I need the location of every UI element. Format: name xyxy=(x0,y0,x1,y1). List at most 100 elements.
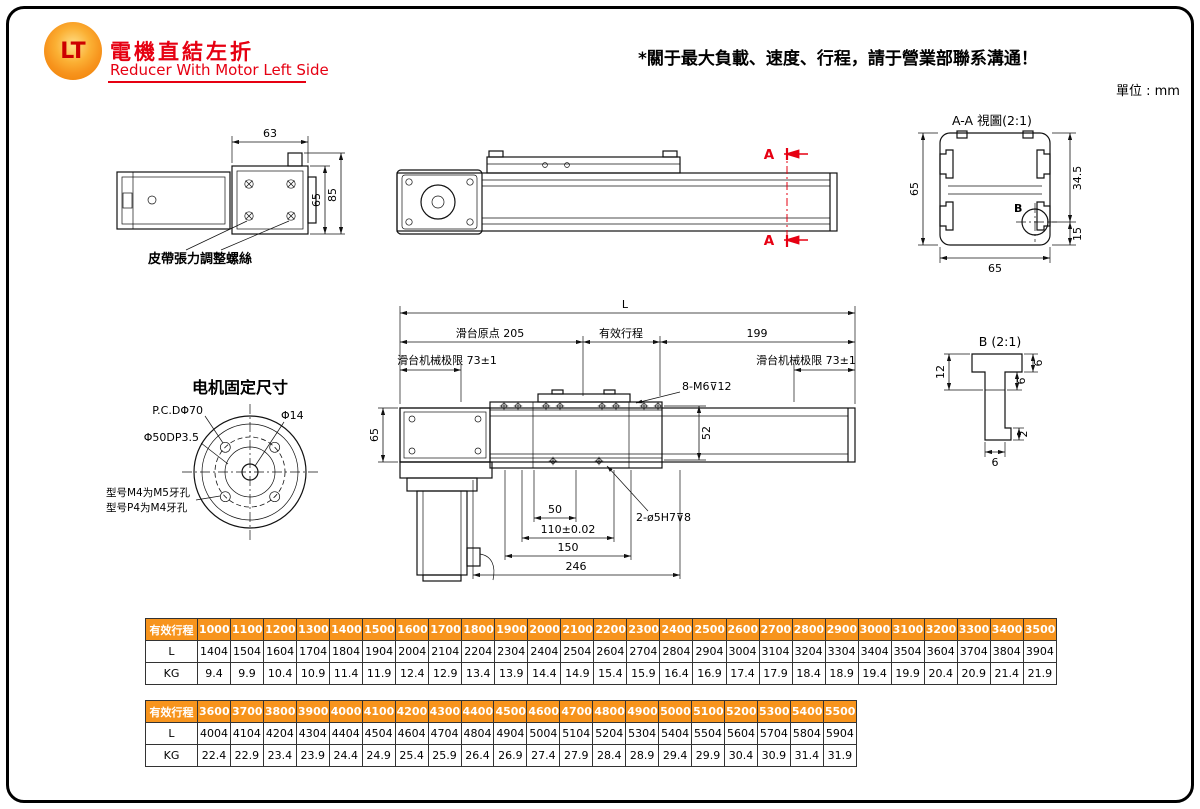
detail-marker-b: B xyxy=(1014,202,1022,215)
table-cell: 20.9 xyxy=(956,662,991,685)
table-cell: 4104 xyxy=(229,722,264,745)
table-cell: 29.9 xyxy=(691,744,725,767)
table-cell: 2804 xyxy=(659,640,694,663)
row-label: L xyxy=(145,640,198,663)
table-cell: 2200 xyxy=(593,618,628,641)
table-cell: 22.9 xyxy=(229,744,264,767)
screw-callout-label: 8-M6⊽12 xyxy=(682,380,732,393)
table-cell: 4604 xyxy=(394,722,429,745)
row-label: KG xyxy=(145,744,198,767)
table-cell: 3404 xyxy=(857,640,892,663)
dim-label-199: 199 xyxy=(747,327,768,340)
stroke-dim-label: 有效行程 xyxy=(599,326,643,340)
table-cell: 4200 xyxy=(394,700,429,723)
dim-label-2: 2 xyxy=(1017,431,1030,438)
table-cell: 2100 xyxy=(560,618,595,641)
dim-label-52: 52 xyxy=(700,426,713,440)
table-cell: 2800 xyxy=(791,618,826,641)
table-cell: 3600 xyxy=(197,700,231,723)
table-cell: 3300 xyxy=(956,618,991,641)
table-cell: 5400 xyxy=(789,700,824,723)
motor-mount-title: 电机固定尺寸 xyxy=(192,378,288,397)
table-cell: 3304 xyxy=(824,640,859,663)
table-cell: 28.4 xyxy=(592,744,627,767)
table-cell: 17.4 xyxy=(725,662,760,685)
dim-label-85: 85 xyxy=(326,188,339,202)
side-view-drawing: 63 65 85 皮帶張力調整螺絲 xyxy=(116,127,345,267)
table-cell: 1604 xyxy=(263,640,298,663)
dim-label-50: 50 xyxy=(548,503,562,516)
table-cell: 20.4 xyxy=(923,662,958,685)
table-cell: 1400 xyxy=(329,618,364,641)
table-cell: 4504 xyxy=(361,722,396,745)
table-cell: 4000 xyxy=(328,700,363,723)
brand-logo: LT xyxy=(44,22,102,80)
table-cell: 3604 xyxy=(923,640,958,663)
table-cell: 9.9 xyxy=(230,662,265,685)
table-cell: 18.9 xyxy=(824,662,859,685)
table-cell: 19.4 xyxy=(857,662,892,685)
table-cell: 21.9 xyxy=(1022,662,1058,685)
table-cell: 3504 xyxy=(890,640,925,663)
table-cell: 4700 xyxy=(559,700,594,723)
table-cell: 2600 xyxy=(725,618,760,641)
table-cell: 26.4 xyxy=(460,744,495,767)
dim-label-L: L xyxy=(622,298,629,311)
table-cell: 4004 xyxy=(197,722,231,745)
dim-label-65-bottom: 65 xyxy=(988,262,1002,275)
table-cell: 3004 xyxy=(725,640,760,663)
table-cell: 24.9 xyxy=(361,744,396,767)
table-cell: 5200 xyxy=(724,700,758,723)
section-marker-a-bottom: A xyxy=(764,233,775,249)
table-cell: 10.4 xyxy=(263,662,298,685)
table-cell: 4100 xyxy=(361,700,396,723)
table-cell: 1904 xyxy=(362,640,397,663)
dim-label-65-left: 65 xyxy=(908,182,921,196)
table-cell: 2904 xyxy=(692,640,727,663)
table-cell: 4900 xyxy=(625,700,660,723)
table-cell: 1600 xyxy=(395,618,430,641)
detail-b-drawing: B (2:1) 12 6 6 2 6 xyxy=(934,334,1045,469)
page-title: 電機直結左折 xyxy=(110,40,254,64)
table-cell: 2500 xyxy=(692,618,727,641)
front-view-drawing: L 滑台原点 205 有效行程 199 滑台机械极限 73±1 滑台机械极限 7… xyxy=(368,298,856,582)
table-cell: 5500 xyxy=(822,700,858,723)
table-cell: 2700 xyxy=(758,618,793,641)
table-cell: 2304 xyxy=(494,640,529,663)
dim-label-34-5: 34.5 xyxy=(1071,166,1084,191)
table-cell: 23.4 xyxy=(262,744,297,767)
table-cell: 4704 xyxy=(427,722,462,745)
table-cell: 31.4 xyxy=(789,744,824,767)
table-cell: 3800 xyxy=(262,700,297,723)
table-cell: 1900 xyxy=(494,618,529,641)
elevation-view-drawing: A A xyxy=(396,147,838,249)
table-cell: 3904 xyxy=(1022,640,1058,663)
table-cell: 3200 xyxy=(923,618,958,641)
page-subtitle: Reducer With Motor Left Side xyxy=(110,61,329,79)
table-cell: 5104 xyxy=(559,722,594,745)
dim-label-65-main: 65 xyxy=(368,428,381,442)
table-cell: 5100 xyxy=(691,700,725,723)
table-cell: 4400 xyxy=(460,700,495,723)
d14-label: Φ14 xyxy=(281,409,304,422)
table-cell: 4800 xyxy=(592,700,627,723)
table-cell: 19.9 xyxy=(890,662,925,685)
dim-label-150: 150 xyxy=(558,541,579,554)
table-cell: 1700 xyxy=(428,618,463,641)
table-cell: 1200 xyxy=(263,618,298,641)
table-cell: 2504 xyxy=(560,640,595,663)
table-cell: 16.4 xyxy=(659,662,694,685)
table-cell: 24.4 xyxy=(328,744,363,767)
table-cell: 1000 xyxy=(196,618,232,641)
table-cell: 2000 xyxy=(527,618,562,641)
table-cell: 2204 xyxy=(461,640,496,663)
table-cell: 2604 xyxy=(593,640,628,663)
thread-note-m4: 型号M4为M5牙孔 xyxy=(106,486,190,499)
thread-note-p4: 型号P4为M4牙孔 xyxy=(106,501,188,514)
belt-screw-label: 皮帶張力調整螺絲 xyxy=(147,251,252,267)
table-cell: 4204 xyxy=(262,722,297,745)
